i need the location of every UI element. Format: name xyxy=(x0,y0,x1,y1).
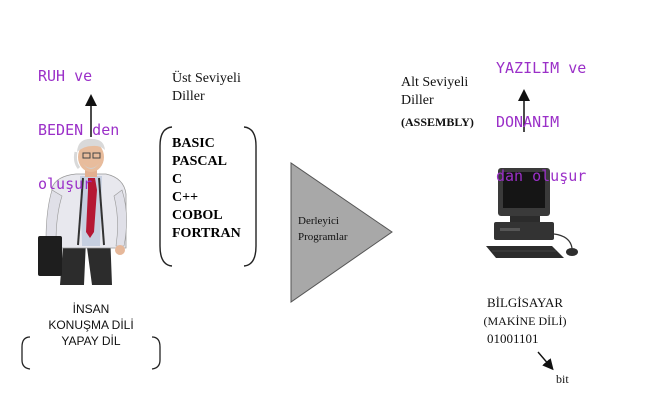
low-level-title-line2: Diller xyxy=(401,93,434,108)
languages-right-bracket xyxy=(243,126,257,267)
compiler-label-line1: Derleyici xyxy=(298,215,339,227)
human-caption-line3: YAPAY DİL xyxy=(61,334,121,348)
low-level-title-line1: Alt Seviyeli xyxy=(401,75,469,90)
right-caption-line1: YAZILIM ve xyxy=(496,59,587,77)
compiler-label: Derleyici Programlar xyxy=(298,213,347,245)
language-item: C xyxy=(172,172,183,187)
binary-value: 01001101 xyxy=(487,331,539,346)
left-caption-line3: oluşur xyxy=(38,175,93,193)
low-level-title: Alt Seviyeli Diller (ASSEMBLY) xyxy=(401,74,474,131)
language-item: FORTRAN xyxy=(172,226,241,241)
language-item: C++ xyxy=(172,190,199,205)
languages-list: BASIC PASCAL C C++ COBOL FORTRAN xyxy=(172,135,241,243)
human-caption: İNSAN KONUŞMA DİLİ YAPAY DİL xyxy=(20,301,162,349)
computer-illustration xyxy=(486,168,578,258)
language-item: BASIC xyxy=(172,136,215,151)
compiler-label-line2: Programlar xyxy=(298,231,348,243)
compiler-triangle xyxy=(290,162,393,303)
right-caption-line2: DONANIM xyxy=(496,113,560,131)
bit-arrow xyxy=(537,351,554,371)
language-item: PASCAL xyxy=(172,154,227,169)
human-caption-line2: KONUŞMA DİLİ xyxy=(48,318,134,332)
right-caption: YAZILIM ve DONANIM dan oluşur xyxy=(496,23,586,203)
human-right-bracket xyxy=(151,336,161,370)
left-caption-line1: RUH ve xyxy=(38,67,93,85)
language-item: COBOL xyxy=(172,208,223,223)
computer-caption: BİLGİSAYAR (MAKİNE DİLİ) xyxy=(470,294,580,330)
languages-left-bracket xyxy=(159,126,173,267)
low-level-subtitle: (ASSEMBLY) xyxy=(401,115,474,129)
bit-label: bit xyxy=(556,372,569,386)
computer-caption-line2: (MAKİNE DİLİ) xyxy=(483,314,567,328)
high-level-title-line2: Diller xyxy=(172,89,205,104)
high-level-title-line1: Üst Seviyeli xyxy=(172,71,241,86)
human-left-bracket xyxy=(21,336,31,370)
computer-caption-line1: BİLGİSAYAR xyxy=(486,295,564,310)
person-illustration xyxy=(38,138,127,285)
high-level-title: Üst Seviyeli Diller xyxy=(172,70,241,106)
human-caption-line1: İNSAN xyxy=(72,302,110,316)
left-caption-line2: BEDEN den xyxy=(38,121,120,139)
left-caption: RUH ve BEDEN den oluşur xyxy=(38,31,119,211)
right-caption-line3: dan oluşur xyxy=(496,167,587,185)
